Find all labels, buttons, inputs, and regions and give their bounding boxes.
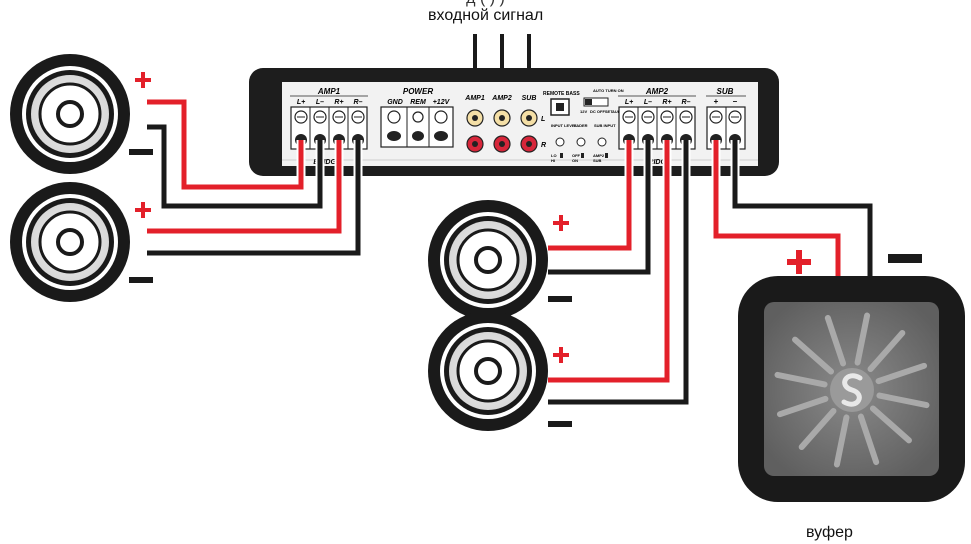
speaker-front-right [10, 182, 130, 302]
minus-marker-subwoofer [888, 254, 922, 263]
amplifier: AMP1 L+ L– R+ R– BRIDGE POWER GND REM +1… [249, 68, 779, 176]
amp2-terminal-rminus: R– [682, 99, 691, 106]
woofer-label: вуфер [806, 524, 853, 541]
amp1-bridge-label: BRIDGE [313, 159, 341, 166]
input-level-label: INPUT LEVEL [551, 123, 578, 128]
input-signal-label: входной сигнал [428, 7, 544, 24]
wire-sub-negative [732, 140, 873, 280]
subwoofer-ray [854, 312, 871, 366]
remote-bass-label: REMOTE BASS [543, 91, 580, 97]
plus-marker-rear-left [553, 215, 569, 231]
polarity-markers [129, 72, 922, 427]
input-level-knob [555, 137, 565, 147]
minus-marker-front-right [129, 277, 153, 283]
wire-sub-positive [713, 140, 841, 280]
plus-marker-subwoofer [787, 250, 811, 274]
subwoofer-ray [776, 395, 829, 418]
sub-title: SUB [717, 87, 734, 96]
speaker-rear-left [428, 200, 548, 320]
minus-marker-front-left [129, 149, 153, 155]
wire-amp2-right-positive [548, 140, 670, 383]
fader-knob [576, 137, 586, 147]
wire-amp1-right-positive [147, 140, 342, 234]
amp2-terminal-lminus: L– [644, 99, 652, 106]
lo-label: LO [551, 153, 557, 158]
speaker-wires [147, 97, 875, 407]
switch-12v: 12V [580, 109, 587, 114]
amp2-terminal-lplus: L+ [625, 99, 633, 106]
speakers [10, 54, 548, 431]
subwoofer-ray [833, 414, 850, 468]
speaker-dustcap [474, 357, 502, 385]
hi-label: HI [551, 158, 555, 163]
subwoofer-ray [876, 392, 930, 409]
power-terminal-gnd: GND [387, 99, 403, 106]
subwoofer-rays [774, 312, 930, 468]
amp1-title: AMP1 [317, 87, 341, 96]
subwoofer-ray [867, 330, 906, 373]
rca-label-amp2: AMP2 [491, 95, 512, 102]
amp2-terminal-rplus: R+ [662, 99, 671, 106]
wire-amp1-right-negative [147, 140, 361, 256]
plus-marker-rear-right [553, 347, 569, 363]
diagram-title: д ( ) ) [0, 0, 971, 8]
speaker-rear-right [428, 311, 548, 431]
amp1-terminal-rminus: R– [354, 99, 363, 106]
speaker-dustcap [56, 100, 84, 128]
subwoofer-ray [869, 405, 912, 444]
amp2-select-label: AMP2 [593, 153, 605, 158]
wire-amp2-left-negative [548, 140, 651, 275]
subwoofer-logo [841, 373, 863, 407]
subwoofer [738, 276, 965, 502]
minus-marker-rear-left [548, 296, 572, 302]
rca-channel-r: R [541, 142, 546, 149]
amp1-terminal-rplus: R+ [334, 99, 343, 106]
rca-label-amp1: AMP1 [464, 95, 485, 102]
subwoofer-ray [798, 407, 837, 450]
fader-label: FADER [574, 123, 588, 128]
amp1-terminal-lminus: L– [316, 99, 324, 106]
power-terminal-block [380, 106, 454, 148]
rca-inputs: AMP1 AMP2 SUB L R [464, 95, 546, 153]
off-label: OFF [572, 153, 581, 158]
auto-turn-on-label: AUTO TURN ON [593, 88, 624, 93]
rca-channel-l: L [541, 116, 545, 123]
auto-turn-on-switch [583, 97, 609, 107]
sub-terminal-plus: + [714, 97, 719, 106]
on-label: ON [572, 158, 578, 163]
wire-amp1-left-negative [147, 124, 323, 209]
rca-jacks-right [466, 135, 538, 153]
amp2-bridge-label: BRIDGE [643, 159, 671, 166]
subwoofer-ray [774, 371, 828, 388]
plus-marker-front-left [135, 72, 151, 88]
speaker-dustcap [56, 228, 84, 256]
rca-label-sub: SUB [522, 95, 537, 102]
switch-dc-offset: DC OFFSET [590, 109, 613, 114]
wire-amp2-left-positive [548, 140, 632, 251]
subwoofer-ray [875, 362, 928, 385]
subwoofer-ray [824, 314, 847, 367]
minus-marker-rear-right [548, 421, 572, 427]
wire-amp2-right-negative [548, 140, 689, 405]
control-block: REMOTE BASS AUTO TURN ON 12V DC OFFSET A… [543, 88, 625, 163]
sub-input-knob [597, 137, 607, 147]
plus-marker-front-right [135, 202, 151, 218]
sub-terminal-minus: – [733, 97, 738, 106]
amp2-title: AMP2 [645, 87, 669, 96]
power-terminal-12v: +12V [433, 99, 451, 106]
speaker-front-left [10, 54, 130, 174]
wire-amp1-left-positive [147, 99, 304, 190]
subwoofer-ray [857, 413, 880, 466]
speaker-dustcap [474, 246, 502, 274]
power-terminal-rem: REM [410, 99, 426, 106]
power-block: POWER GND REM +12V [380, 87, 454, 148]
sub-input-label: SUB INPUT [594, 123, 616, 128]
power-title: POWER [403, 87, 433, 96]
subwoofer-ray [792, 336, 835, 375]
rca-jacks-left [466, 109, 538, 127]
sub-select-label: SUB [593, 158, 602, 163]
amp1-terminal-lplus: L+ [297, 99, 305, 106]
